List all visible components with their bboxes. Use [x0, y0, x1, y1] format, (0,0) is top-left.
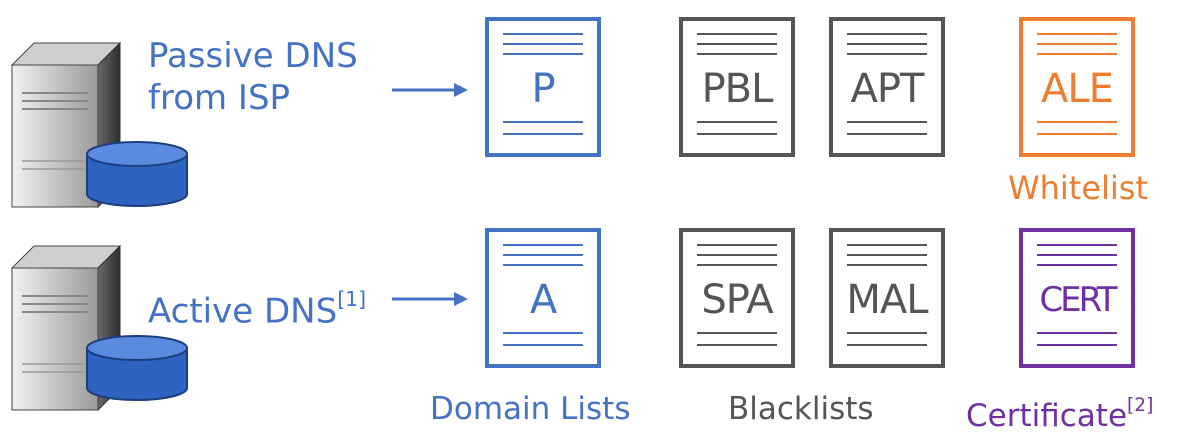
document-p: P: [485, 17, 601, 157]
document-apt-label: APT: [850, 66, 925, 112]
passive-dns-label: Passive DNS from ISP: [148, 35, 358, 119]
document-ale: ALE: [1019, 17, 1135, 157]
document-spa-label: SPA: [701, 277, 773, 323]
domain-lists-caption: Domain Lists: [430, 391, 631, 427]
document-p-label: P: [531, 66, 555, 112]
document-spa: SPA: [679, 228, 795, 368]
active-dns-text: Active DNS: [148, 291, 338, 332]
server-icon: [10, 244, 122, 412]
document-ale-label: ALE: [1041, 66, 1114, 112]
active-dns-ref: [1]: [337, 287, 367, 311]
whitelist-caption: Whitelist: [1007, 169, 1149, 207]
arrow-icon: [392, 83, 468, 97]
document-pbl: PBL: [679, 17, 795, 157]
document-cert-label: CERT: [1039, 280, 1117, 320]
document-a: A: [485, 228, 601, 368]
document-cert: CERT: [1019, 228, 1135, 368]
certificate-ref: [2]: [1127, 395, 1154, 416]
active-dns-label: Active DNS[1]: [148, 278, 366, 332]
passive-dns-line1: Passive DNS: [148, 36, 358, 76]
passive-dns-line2: from ISP: [148, 78, 291, 118]
document-pbl-label: PBL: [701, 66, 774, 112]
document-apt: APT: [829, 17, 945, 157]
document-mal-label: MAL: [846, 277, 928, 323]
document-a-label: A: [529, 277, 557, 323]
certificate-caption: Certificate[2]: [966, 386, 1153, 436]
database-icon: [86, 335, 188, 401]
document-mal: MAL: [829, 228, 945, 368]
blacklists-caption: Blacklists: [728, 391, 874, 427]
certificate-caption-text: Certificate: [966, 397, 1128, 434]
database-icon: [86, 141, 188, 207]
arrow-icon: [392, 292, 468, 306]
